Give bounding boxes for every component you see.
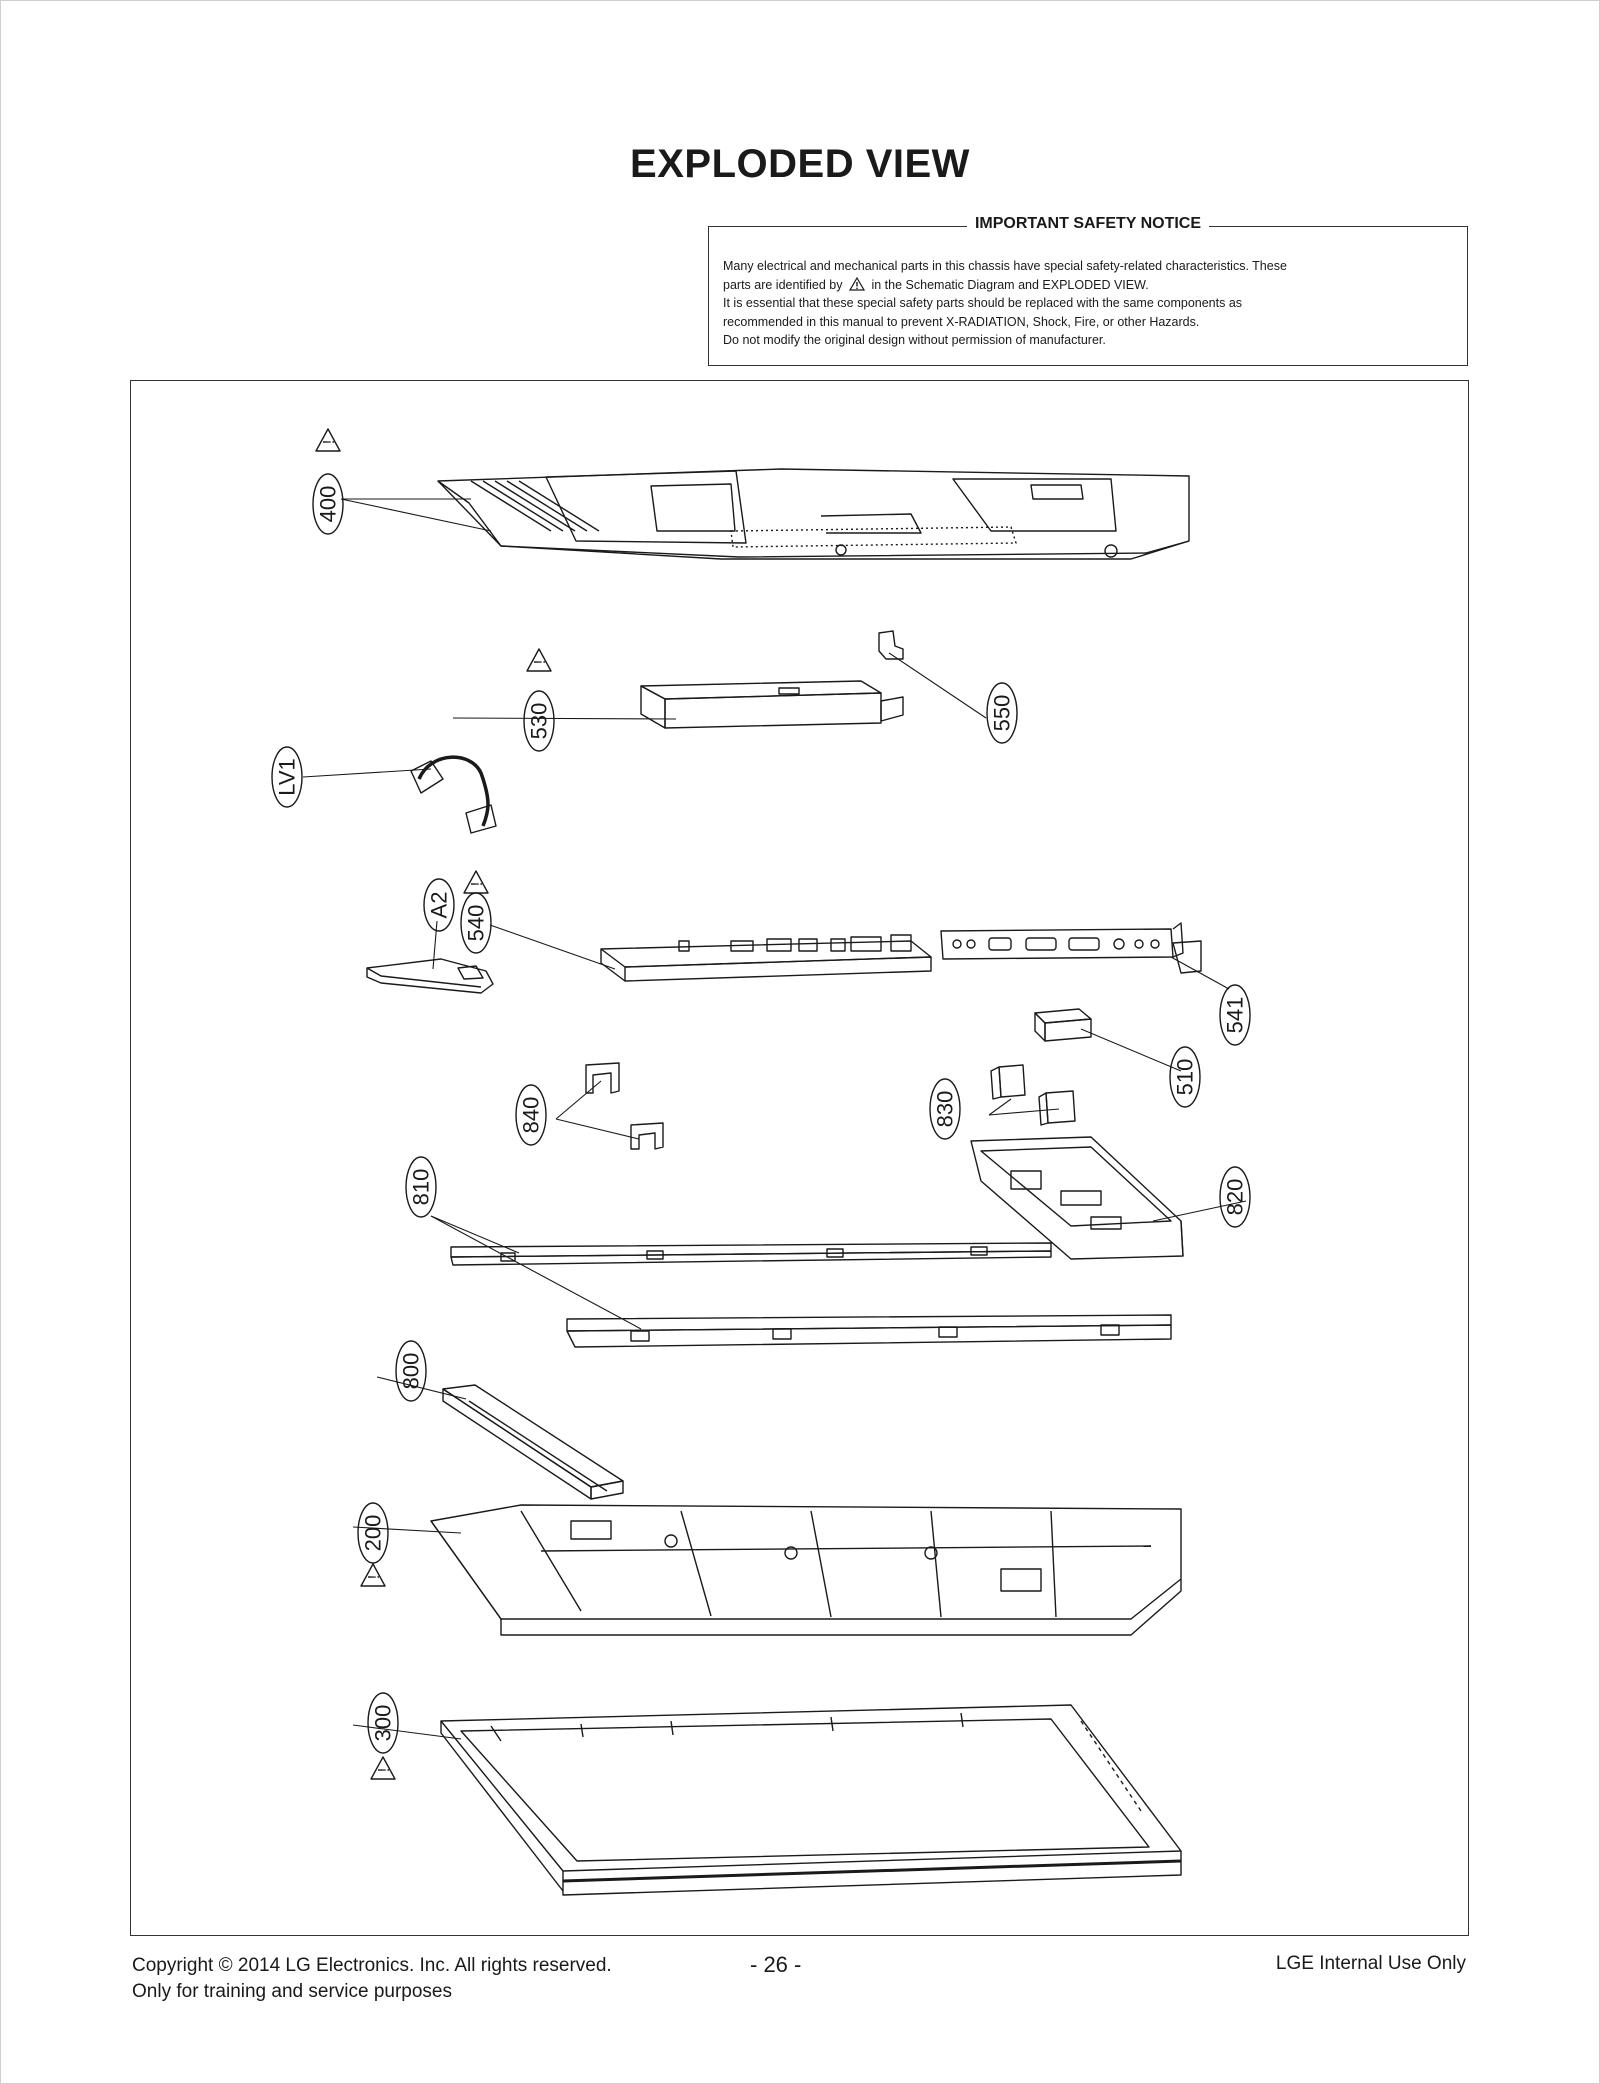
safety-notice-heading: IMPORTANT SAFETY NOTICE [966, 215, 1210, 232]
callout-530: 530 ! [523, 648, 555, 752]
svg-text:810: 810 [409, 1169, 434, 1206]
copyright-text: Copyright © 2014 LG Electronics. Inc. Al… [132, 1955, 612, 1976]
callout-lv1: LV1 [271, 746, 303, 808]
footer-left: Copyright © 2014 LG Electronics. Inc. Al… [132, 1953, 612, 2005]
callout-200: 200 ! [357, 1502, 389, 1587]
part-810-rail-upper [450, 1242, 1052, 1266]
svg-text:820: 820 [1223, 1179, 1248, 1216]
svg-text:!: ! [469, 882, 486, 886]
callout-300: 300 ! [367, 1692, 399, 1780]
callout-830: 830 [929, 1078, 961, 1140]
svg-text:510: 510 [1173, 1059, 1198, 1096]
part-lv1-cable [410, 755, 497, 834]
svg-text:800: 800 [399, 1353, 424, 1390]
svg-text:200: 200 [361, 1515, 386, 1552]
callout-800: 800 [395, 1340, 427, 1402]
callout-label: 400 [316, 486, 341, 523]
notice-line: It is essential that these special safet… [723, 296, 1243, 310]
part-550-bracket [878, 630, 904, 660]
svg-text:540: 540 [464, 905, 489, 942]
notice-line: Many electrical and mechanical parts in … [723, 259, 1287, 273]
callout-541: 541 [1219, 984, 1251, 1046]
callout-540: 540 ! [460, 870, 492, 954]
svg-text:830: 830 [933, 1091, 958, 1128]
exploded-view-diagram: 400 ! 530 ! 550 LV1 A2 540 [130, 380, 1469, 1936]
svg-text:A2: A2 [427, 892, 452, 919]
safety-notice-body: Many electrical and mechanical parts in … [723, 257, 1453, 350]
part-830-brackets [990, 1064, 1076, 1126]
part-200-display-module [430, 1504, 1182, 1636]
svg-text:541: 541 [1223, 997, 1248, 1034]
part-540-main-board [600, 934, 932, 982]
svg-text:!: ! [376, 1768, 393, 1772]
leader-lines [302, 498, 1247, 1740]
purpose-text: Only for training and service purposes [132, 1981, 452, 2002]
svg-text:LV1: LV1 [275, 758, 300, 796]
safety-notice-box: IMPORTANT SAFETY NOTICE Many electrical … [708, 215, 1468, 366]
part-840-clips [585, 1062, 664, 1150]
callout-510: 510 [1169, 1046, 1201, 1108]
notice-line: parts are identified by in the Schematic… [723, 276, 1149, 292]
part-400-back-cover [437, 468, 1190, 560]
notice-line: Do not modify the original design withou… [723, 333, 1106, 347]
callout-820: 820 [1219, 1166, 1251, 1228]
svg-text:840: 840 [519, 1097, 544, 1134]
callout-810: 810 [405, 1156, 437, 1218]
svg-text:!: ! [532, 660, 549, 664]
warning-triangle-icon [849, 276, 865, 291]
callout-a2: A2 [423, 878, 455, 932]
part-300-front-bezel [440, 1704, 1182, 1896]
internal-use-label: LGE Internal Use Only [1275, 1953, 1466, 1974]
svg-text:530: 530 [527, 703, 552, 740]
svg-text:!: ! [321, 440, 338, 444]
svg-text:550: 550 [990, 695, 1015, 732]
svg-text:!: ! [366, 1575, 383, 1579]
exploded-view-drawing: 400 ! 530 ! 550 LV1 A2 540 [271, 428, 1251, 1896]
notice-line: recommended in this manual to prevent X-… [723, 314, 1200, 329]
page-number: - 26 - [750, 1952, 802, 1977]
part-510-module [1034, 1008, 1092, 1042]
callout-550: 550 [986, 682, 1018, 744]
part-530-power-module [640, 680, 904, 729]
part-810-rail-lower [566, 1314, 1172, 1348]
part-800-led-bar [442, 1384, 624, 1500]
part-a2 [366, 958, 494, 994]
part-820-stand-bracket [970, 1136, 1184, 1260]
callout-400: 400 ! [312, 428, 344, 535]
part-541-io-bracket [940, 922, 1202, 974]
svg-text:300: 300 [371, 1705, 396, 1742]
page-title: EXPLODED VIEW [630, 142, 970, 186]
callout-840: 840 [515, 1084, 547, 1146]
